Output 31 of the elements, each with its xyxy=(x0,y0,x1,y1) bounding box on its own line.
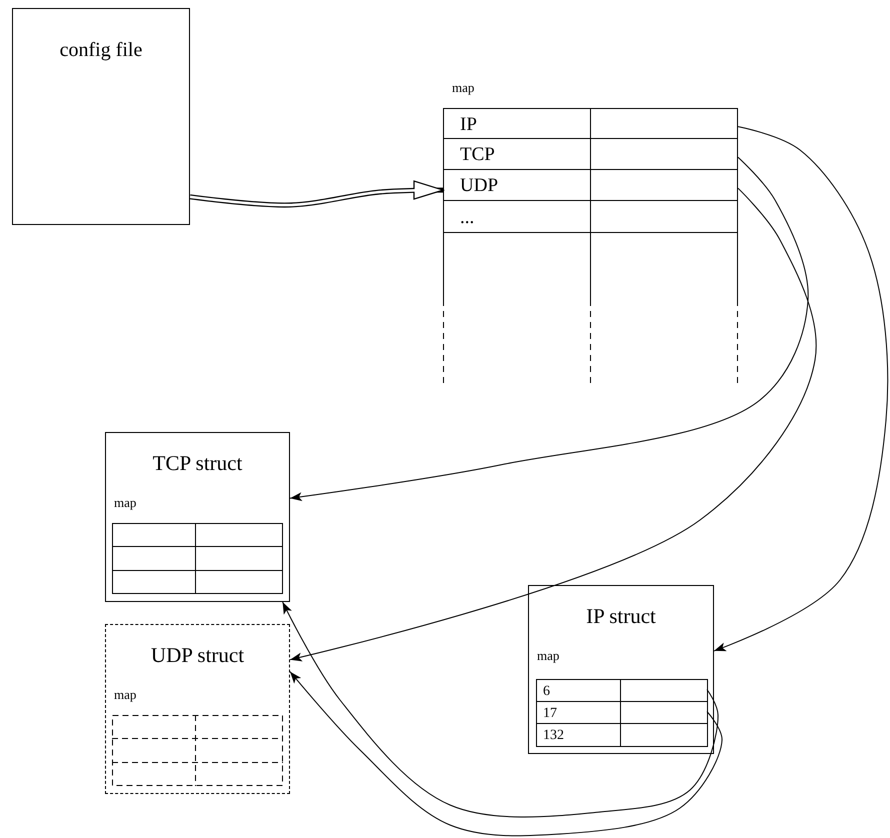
cell-text: ... xyxy=(460,206,474,230)
table-cell xyxy=(443,108,591,139)
table-cell xyxy=(620,679,708,702)
arrow xyxy=(290,156,809,502)
double-arrow xyxy=(190,180,444,208)
cell-text: IP xyxy=(460,113,477,137)
struct-box xyxy=(105,432,290,602)
struct-box xyxy=(528,585,714,754)
struct-box xyxy=(105,624,290,794)
arrow xyxy=(290,188,817,662)
cell-text: 17 xyxy=(543,705,557,723)
cell-text: TCP xyxy=(460,143,495,167)
file-box xyxy=(12,8,190,225)
struct-title: IP struct xyxy=(585,604,657,629)
struct-title: TCP struct xyxy=(152,451,244,476)
struct-title: UDP struct xyxy=(150,643,246,668)
table-heading: map xyxy=(452,80,474,96)
arrow xyxy=(714,126,888,652)
table-cell xyxy=(443,200,591,233)
cell-text: UDP xyxy=(460,174,498,198)
arrow xyxy=(282,602,718,818)
map-label: map xyxy=(114,495,136,511)
file-label: config file xyxy=(58,39,144,62)
arrow xyxy=(290,671,722,836)
map-label: map xyxy=(114,687,136,703)
map-label: map xyxy=(537,648,560,664)
table-cell xyxy=(590,108,738,139)
table-cell xyxy=(536,679,621,702)
cell-text: 6 xyxy=(543,683,550,701)
cell-text: 132 xyxy=(543,727,564,745)
table-cell xyxy=(536,723,621,747)
